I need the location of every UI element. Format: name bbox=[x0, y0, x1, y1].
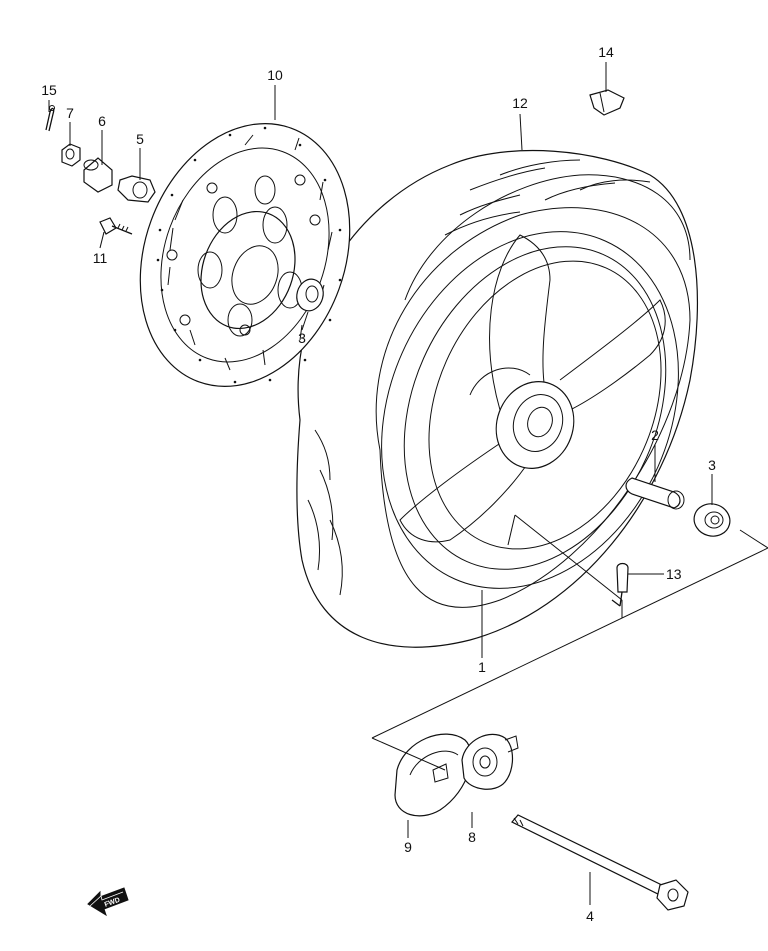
disc-bolt-11 bbox=[99, 217, 133, 235]
leader-lines bbox=[48, 62, 713, 905]
disc-inner-ring bbox=[160, 147, 330, 363]
callout-10: 10 bbox=[267, 67, 283, 83]
hub-bore bbox=[527, 406, 553, 438]
callout-13: 13 bbox=[666, 566, 682, 582]
tire-tread-edge bbox=[404, 174, 691, 301]
brake-disc bbox=[139, 123, 351, 387]
callout-labels: 1 2 3 3 4 5 6 7 8 9 10 11 12 13 14 15 bbox=[41, 44, 716, 924]
dust-seal-9 bbox=[394, 733, 472, 817]
tire-valve-13 bbox=[611, 562, 629, 607]
callout-4: 4 bbox=[586, 908, 594, 924]
disc-floating-buttons bbox=[166, 174, 321, 336]
assembly-reference-lines bbox=[371, 514, 768, 771]
balance-weight-14 bbox=[589, 89, 625, 116]
callout-12: 12 bbox=[512, 95, 528, 111]
tire-sidewall-inner bbox=[375, 207, 691, 608]
bearing-right bbox=[693, 503, 731, 537]
callout-3-right: 3 bbox=[708, 457, 716, 473]
hub-outer bbox=[495, 381, 575, 469]
callout-8: 8 bbox=[468, 829, 476, 845]
disc-center bbox=[231, 245, 279, 305]
disc-carrier bbox=[200, 210, 296, 330]
callout-1: 1 bbox=[478, 659, 486, 675]
rim-inner bbox=[403, 246, 667, 570]
callout-14: 14 bbox=[598, 44, 614, 60]
front-axle-4 bbox=[511, 814, 689, 911]
tread-pattern bbox=[307, 159, 651, 596]
collar-5 bbox=[117, 175, 156, 203]
callout-11: 11 bbox=[93, 250, 108, 266]
callout-5: 5 bbox=[136, 131, 144, 147]
hub-ring bbox=[512, 394, 564, 452]
disc-carrier-holes bbox=[197, 175, 303, 337]
callout-2: 2 bbox=[651, 427, 659, 443]
rim-outer bbox=[381, 231, 679, 589]
callout-3-left: 3 bbox=[298, 330, 306, 346]
castle-nut-7 bbox=[61, 143, 81, 167]
callout-7: 7 bbox=[66, 105, 74, 121]
disc-drill-holes bbox=[156, 126, 342, 384]
wheel-assembly bbox=[296, 149, 699, 648]
rim-flange bbox=[428, 260, 662, 550]
callout-15: 15 bbox=[41, 82, 57, 98]
callout-6: 6 bbox=[98, 113, 106, 129]
spacer-6 bbox=[83, 157, 113, 193]
spoke-left bbox=[399, 439, 531, 543]
hub-boss bbox=[469, 367, 531, 396]
speedometer-gearbox-8 bbox=[461, 733, 519, 790]
spacer-2 bbox=[625, 477, 685, 510]
spoke-upper bbox=[489, 234, 551, 411]
spoke-right bbox=[559, 299, 666, 411]
callout-9: 9 bbox=[404, 839, 412, 855]
cotter-pin-15 bbox=[45, 105, 55, 132]
fwd-arrow-icon: FWD bbox=[87, 887, 129, 917]
bearing-left bbox=[296, 278, 324, 312]
